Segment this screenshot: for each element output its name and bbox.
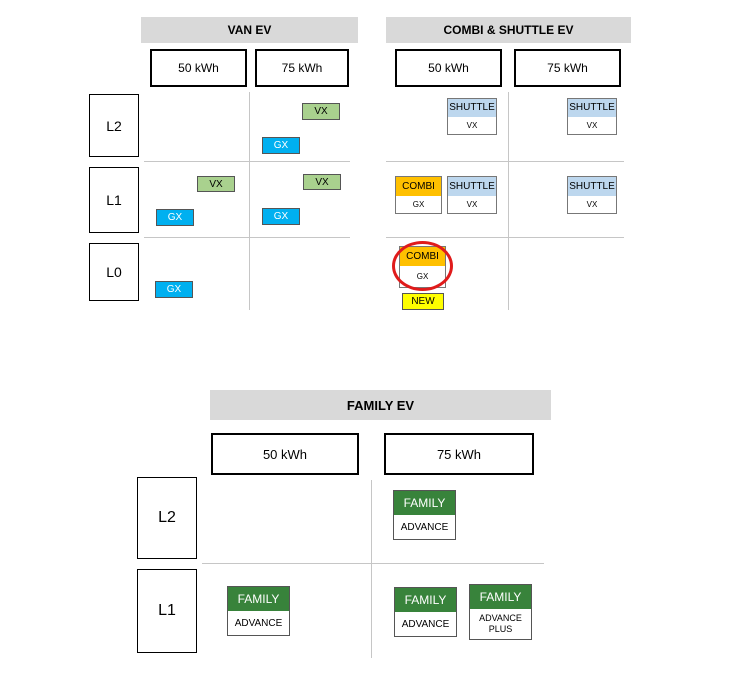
shuttle-vx-badge: SHUTTLE VX [567,98,617,135]
van-ev-header: VAN EV [141,17,358,43]
family-advance-badge: FAMILY ADVANCE [227,586,290,636]
trim-label: VX [448,116,496,134]
family-label: FAMILY [395,588,456,612]
family-label: FAMILY [394,491,455,515]
van-badge-vx: VX [197,176,235,192]
shuttle-label: SHUTTLE [448,99,496,117]
van-grid-hline-2 [144,237,350,238]
family-col-75kwh: 75 kWh [384,433,534,475]
family-advance-badge: FAMILY ADVANCE [394,587,457,637]
family-row-l1: L1 [137,569,197,653]
van-col-75kwh: 75 kWh [255,49,349,87]
family-col-50kwh: 50 kWh [211,433,359,475]
trim-label: ADVANCE PLUS [470,609,531,639]
family-ev-header: FAMILY EV [210,390,551,420]
combi-shuttle-ev-header: COMBI & SHUTTLE EV [386,17,631,43]
combi-col-50kwh: 50 kWh [395,49,502,87]
family-advance-plus-badge: FAMILY ADVANCE PLUS [469,584,532,640]
family-grid-hline [202,563,544,564]
highlight-circle [392,241,453,291]
van-badge-gx: GX [156,209,194,226]
van-badge-gx: GX [262,208,300,225]
trim-label: GX [396,195,441,213]
van-grid-vline [249,92,250,310]
trim-label: VX [568,116,616,134]
shuttle-label: SHUTTLE [568,99,616,117]
combi-gx-badge: COMBI GX [395,176,442,214]
combi-grid-hline-2 [386,237,624,238]
van-badge-vx: VX [303,174,341,190]
trim-label: VX [448,195,496,213]
trim-label: ADVANCE [228,611,289,635]
van-badge-vx: VX [302,103,340,120]
family-grid-vline [371,480,372,658]
shuttle-label: SHUTTLE [448,177,496,196]
van-row-l0: L0 [89,243,139,301]
family-label: FAMILY [228,587,289,611]
trim-label: ADVANCE [395,612,456,636]
shuttle-label: SHUTTLE [568,177,616,196]
shuttle-vx-badge: SHUTTLE VX [447,176,497,214]
combi-label: COMBI [396,177,441,196]
van-badge-gx: GX [262,137,300,154]
van-col-50kwh: 50 kWh [150,49,247,87]
van-badge-gx: GX [155,281,193,298]
family-label: FAMILY [470,585,531,610]
combi-col-75kwh: 75 kWh [514,49,621,87]
shuttle-vx-badge: SHUTTLE VX [447,98,497,135]
shuttle-vx-badge: SHUTTLE VX [567,176,617,214]
van-row-l2: L2 [89,94,139,157]
van-grid-hline-1 [144,161,350,162]
family-row-l2: L2 [137,477,197,559]
combi-grid-hline-1 [386,161,624,162]
combi-grid-vline [508,92,509,310]
trim-label: ADVANCE [394,515,455,539]
family-advance-badge: FAMILY ADVANCE [393,490,456,540]
van-row-l1: L1 [89,167,139,233]
new-badge: NEW [402,293,444,310]
trim-label: VX [568,195,616,213]
